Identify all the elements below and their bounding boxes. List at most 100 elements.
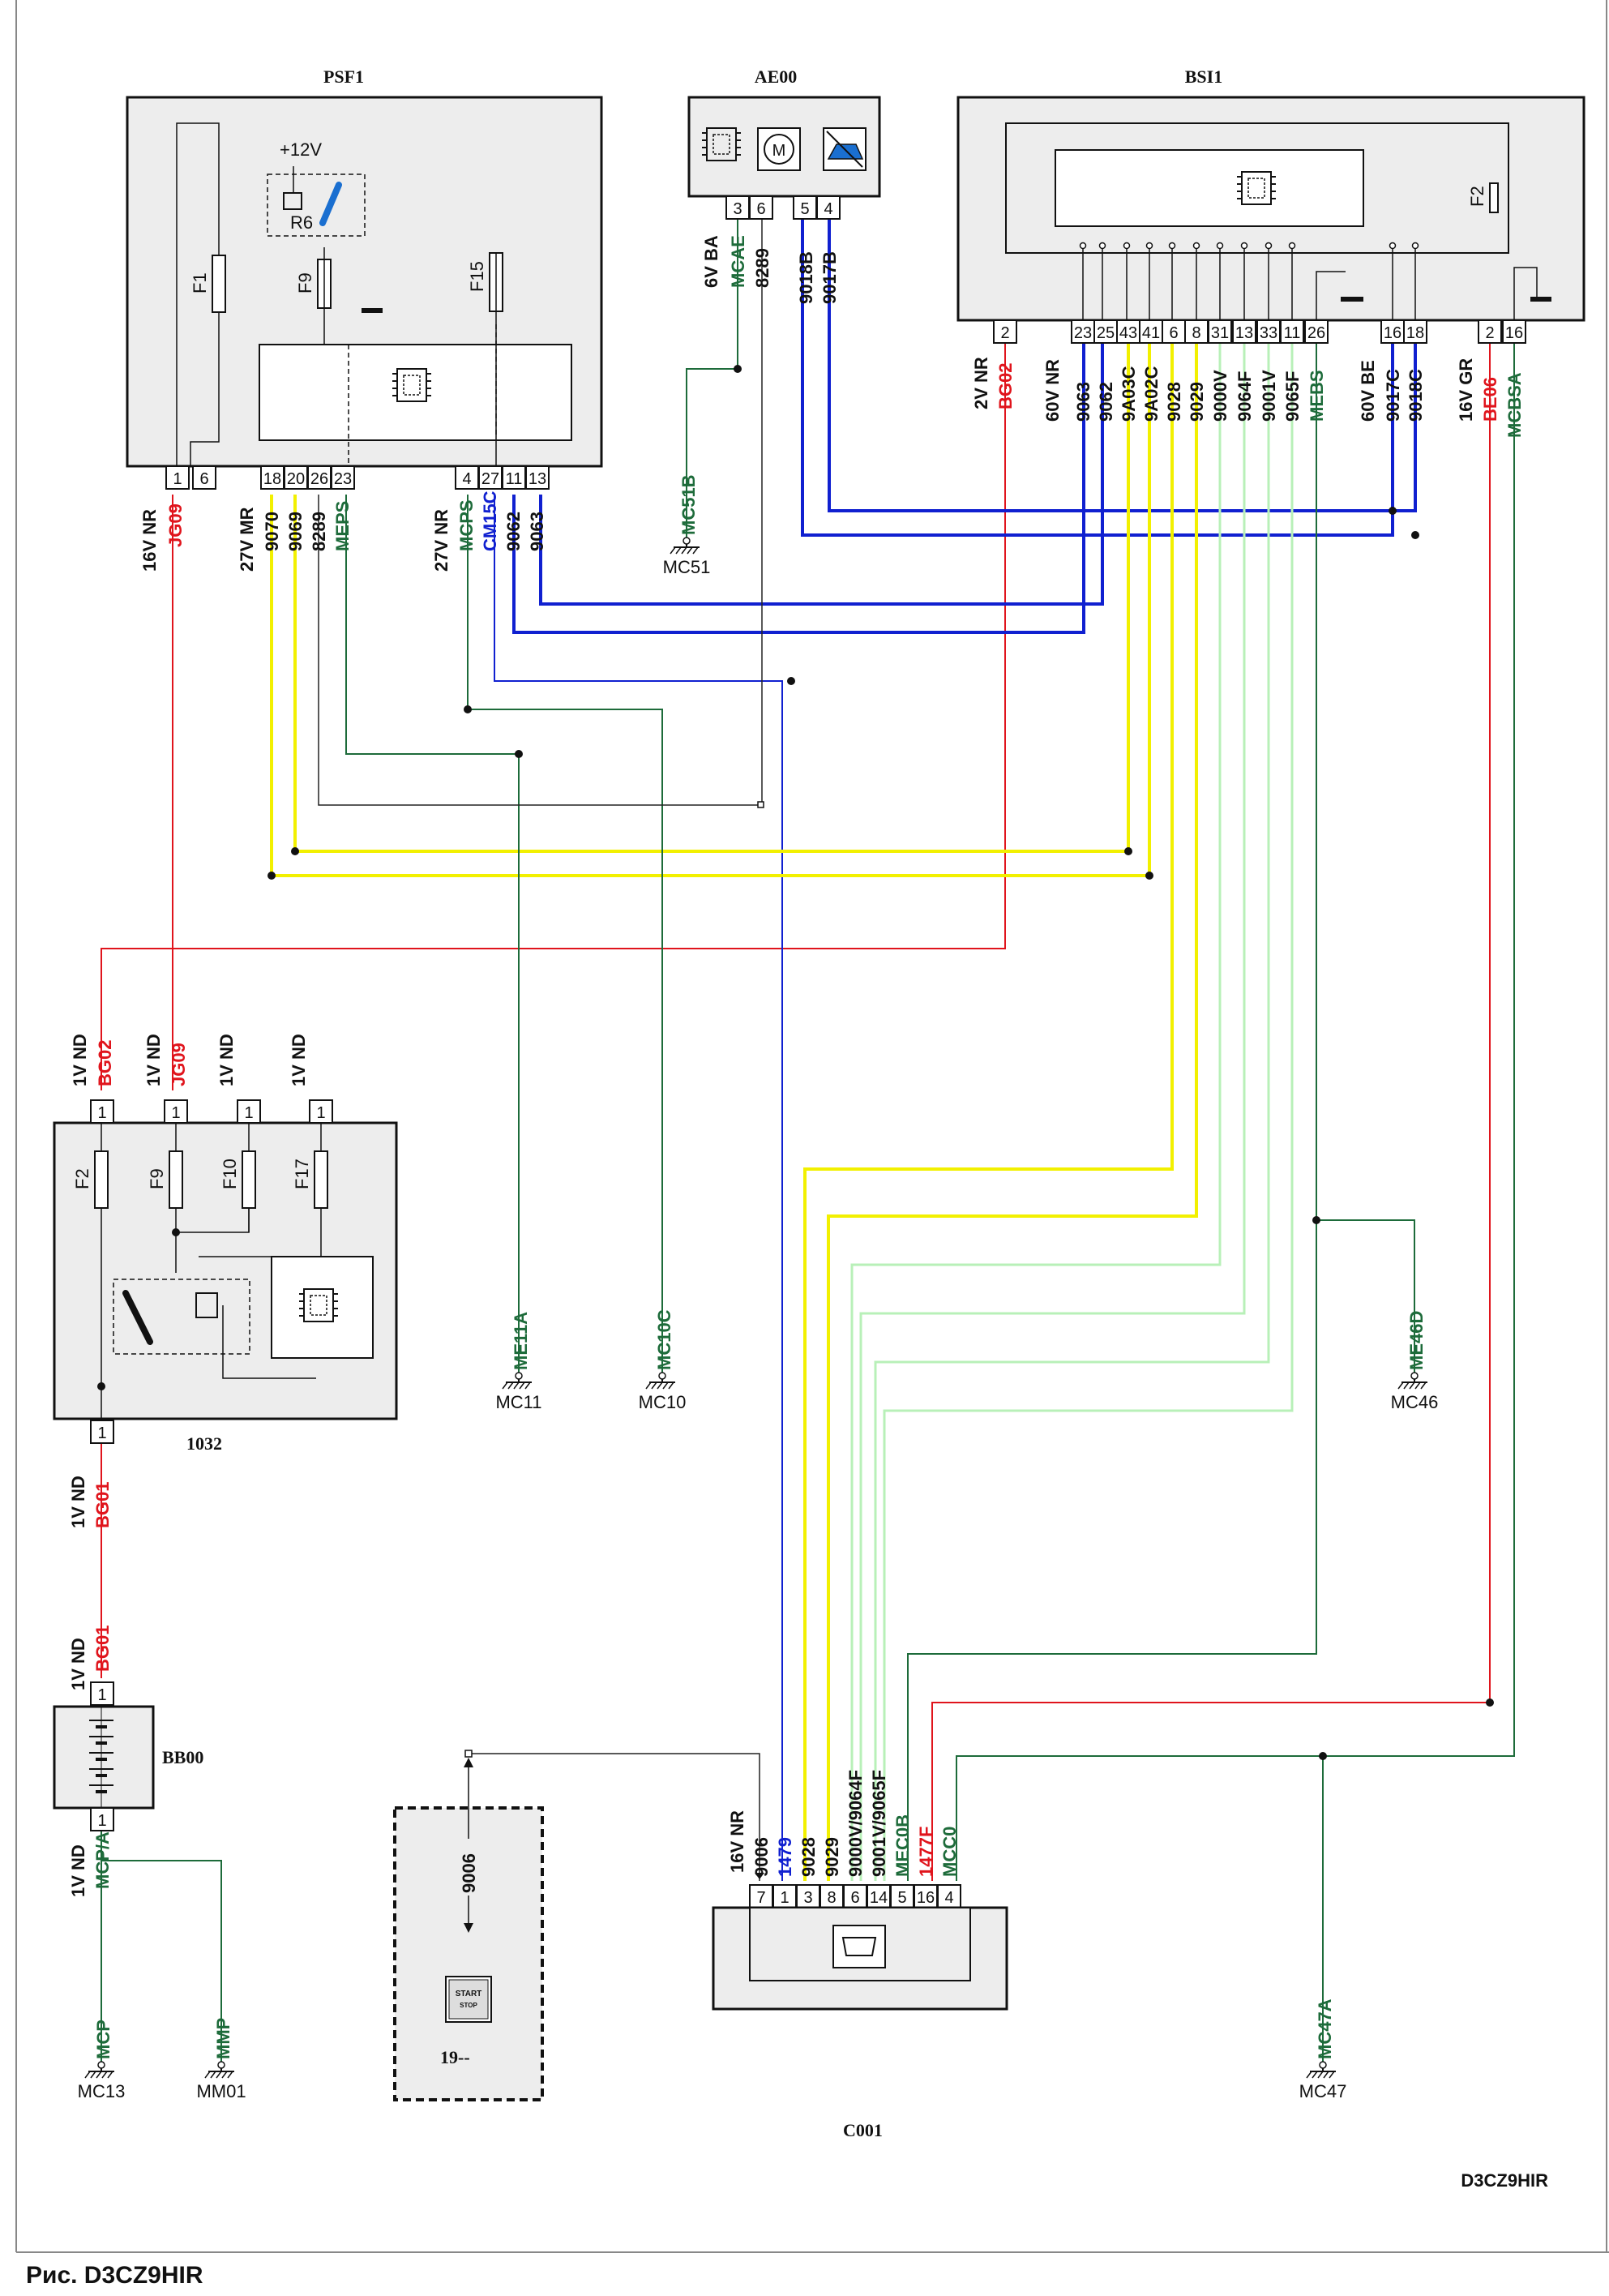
connector-spec: 16V NR <box>727 1810 747 1873</box>
wire-code: JG09 <box>169 1043 189 1086</box>
junction-dot <box>1319 1752 1327 1760</box>
pin-number: 2 <box>1000 324 1009 342</box>
wire-code: BE06 <box>1480 377 1500 422</box>
wire-code-jg09: JG09 <box>165 503 186 547</box>
diagnostic-socket-icon <box>841 1937 877 1956</box>
wire-code: 9017B <box>819 251 840 304</box>
pin-number: 18 <box>1406 324 1424 342</box>
ground-wire-code: MC10C <box>654 1309 674 1370</box>
connector-spec: 16V GR <box>1456 358 1476 422</box>
ground-wire-code: ME46D <box>1406 1311 1427 1370</box>
bsi1-node <box>1265 242 1273 250</box>
ground-hatch <box>657 1381 663 1390</box>
wire-code: 9006 <box>459 1853 479 1893</box>
wire-9028 <box>803 332 1174 1881</box>
ground-node <box>97 2061 105 2069</box>
motor-icon-letter: M <box>772 142 786 160</box>
wire-code: MCC0 <box>939 1827 960 1877</box>
ae00-pin <box>816 195 841 220</box>
bsi1-pin <box>1093 319 1118 344</box>
wire-code: MEBS <box>1307 370 1327 422</box>
wire-code: 9064F <box>1235 371 1255 422</box>
pin-number: 25 <box>1097 324 1115 342</box>
pin-number: 20 <box>287 470 305 488</box>
ground-node <box>217 2061 225 2069</box>
fuse-f2-label: F2 <box>1467 186 1487 207</box>
connector-spec: 6V BA <box>701 235 721 288</box>
wire-code: MCAE <box>728 235 748 288</box>
ground-hatch <box>1317 2071 1324 2079</box>
box-1032-title: 1032 <box>186 1433 222 1454</box>
pin-number: 1 <box>97 1104 106 1122</box>
ground-hatch <box>668 1381 674 1390</box>
pin-number: 33 <box>1260 324 1277 342</box>
bsi1-node <box>1192 242 1200 250</box>
ground-hatch <box>1420 1381 1427 1390</box>
psf1-pin <box>284 465 308 490</box>
psf1-pin <box>525 465 550 490</box>
pin-number: 16 <box>1505 324 1523 342</box>
junction-dot <box>172 1228 180 1236</box>
wire-code: 9065F <box>1282 371 1303 422</box>
ae00-ecu-icon <box>702 127 741 161</box>
ground-wire-code: MMP <box>213 2018 233 2059</box>
ground-hatch <box>524 1381 531 1390</box>
bsi1-pin <box>1478 319 1502 344</box>
ground-hatch <box>687 546 693 555</box>
button-text: START <box>456 1990 482 1998</box>
wire-9017-loop <box>828 219 1417 512</box>
bsi1-pin <box>993 319 1017 344</box>
fuse-label: F17 <box>292 1159 312 1189</box>
relay-box <box>113 1279 250 1355</box>
ground-icon <box>1530 297 1551 302</box>
ground-hatch <box>216 2071 222 2079</box>
ground-hatch <box>1306 2071 1312 2079</box>
wire-code: 9028 <box>798 1837 819 1877</box>
pin-number: 13 <box>1235 324 1253 342</box>
wire-code: 9001V/9065F <box>869 1770 889 1877</box>
bsi1-pin <box>1403 319 1427 344</box>
wire-9069 <box>293 332 1130 853</box>
wire-code: BG02 <box>995 363 1016 409</box>
junction-dot <box>97 1382 105 1390</box>
ground-hatch <box>1409 1381 1415 1390</box>
bsi1-node <box>1216 242 1224 250</box>
relay-coil-icon <box>283 192 302 210</box>
wire-9001v <box>874 332 1270 1881</box>
junction-dot <box>1389 507 1397 515</box>
wire-code: MCBSA <box>1504 372 1525 438</box>
ground-hatch <box>227 2071 233 2079</box>
wire-meps-me11a <box>345 495 520 1370</box>
pin-number: 6 <box>850 1889 859 1907</box>
bsi1-pin <box>1304 319 1329 344</box>
wire-9062 <box>512 332 1085 634</box>
bsi1-pin <box>1071 319 1095 344</box>
wire-code: 8289 <box>752 248 772 288</box>
psf1-pin <box>478 465 503 490</box>
wire-mcae-mc51b <box>686 219 738 535</box>
pin-number: 23 <box>334 470 352 488</box>
psf1-title: PSF1 <box>323 66 364 87</box>
bsi1-node <box>1288 242 1296 250</box>
connector-spec: 1V ND <box>68 1638 88 1690</box>
pin-number: 16 <box>917 1889 935 1907</box>
psf1-pin <box>331 465 355 490</box>
wire-bg02 <box>101 332 1006 1090</box>
c001-pin <box>914 1884 938 1908</box>
pin-number: 5 <box>800 200 809 218</box>
junction-dot <box>267 872 276 880</box>
pin-number: 3 <box>733 200 742 218</box>
wire-code: 9018B <box>796 251 816 304</box>
psf1-pin <box>307 465 332 490</box>
wire-9018-loop <box>801 219 1394 537</box>
pin-number: 11 <box>506 470 523 488</box>
wire-code: 9029 <box>822 1837 842 1877</box>
fuse-f1 <box>212 255 226 313</box>
bsi1-title: BSI1 <box>1185 66 1222 87</box>
connector-spec: 2V NR <box>971 357 991 409</box>
wire-code: MEPS <box>332 501 353 551</box>
label-bg <box>446 1839 491 1895</box>
wire-code: 9028 <box>1164 382 1184 422</box>
fuse-f9 <box>169 1150 183 1209</box>
wire-code: 9006 <box>751 1837 772 1877</box>
